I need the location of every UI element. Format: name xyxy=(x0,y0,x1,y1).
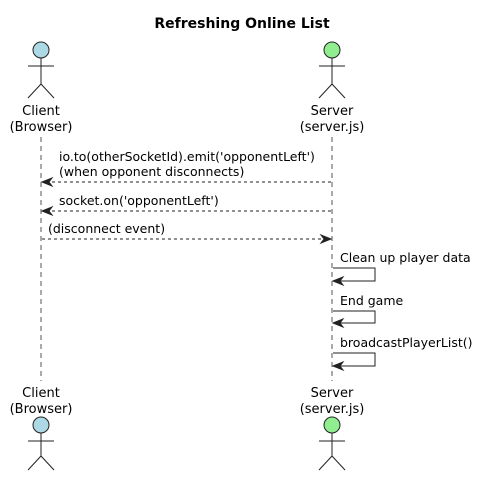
message-disconnect-event: (disconnect event) xyxy=(42,221,333,245)
client-head-icon xyxy=(32,41,50,59)
client-label-name: Client xyxy=(22,104,60,119)
message-label-line: (when opponent disconnects) xyxy=(59,164,244,179)
client-leg-left-icon xyxy=(27,83,42,99)
message-socket-on-opponent-left: socket.on('opponentLeft') xyxy=(40,193,331,217)
server-head-icon xyxy=(323,41,341,59)
message-label-line: Clean up player data xyxy=(340,250,471,265)
message-end-game: End game xyxy=(331,293,403,329)
self-message-arrow xyxy=(333,267,376,282)
arrowhead-icon xyxy=(40,205,54,217)
server-leg-left-icon xyxy=(318,83,333,99)
client-leg-left-icon xyxy=(27,455,42,471)
client-leg-right-icon xyxy=(40,83,55,99)
server-label-name: Server xyxy=(311,104,354,119)
message-label-line: socket.on('opponentLeft') xyxy=(59,193,219,208)
client-label-name: Client xyxy=(22,386,60,401)
diagram-title: Refreshing Online List xyxy=(154,16,330,32)
server-leg-right-icon xyxy=(331,83,346,99)
message-clean-up-player-data: Clean up player data xyxy=(331,250,471,287)
message-label-line: (disconnect event) xyxy=(48,221,165,236)
client-actor-bottom: Client (Browser) xyxy=(10,386,73,471)
server-head-icon xyxy=(323,416,341,434)
client-actor-top: Client (Browser) xyxy=(10,41,73,135)
server-leg-left-icon xyxy=(318,455,333,471)
arrowhead-icon xyxy=(331,360,345,372)
self-message-arrow xyxy=(333,310,376,324)
message-label-line: End game xyxy=(340,293,403,308)
message-broadcast-player-list: broadcastPlayerList() xyxy=(331,335,473,372)
message-label-line: broadcastPlayerList() xyxy=(340,335,473,350)
self-message-arrow xyxy=(333,352,376,367)
client-head-icon xyxy=(32,416,50,434)
client-label-sub: (Browser) xyxy=(10,402,73,417)
server-label-sub: (server.js) xyxy=(300,120,365,135)
server-actor-top: Server (server.js) xyxy=(300,41,365,135)
client-label-sub: (Browser) xyxy=(10,120,73,135)
arrowhead-icon xyxy=(319,233,333,245)
message-opponent-left-emit: io.to(otherSocketId).emit('opponentLeft'… xyxy=(40,149,331,188)
client-leg-right-icon xyxy=(40,455,55,471)
server-label-sub: (server.js) xyxy=(300,402,365,417)
server-actor-bottom: Server (server.js) xyxy=(300,386,365,471)
arrowhead-icon xyxy=(331,275,345,287)
server-leg-right-icon xyxy=(331,455,346,471)
arrowhead-icon xyxy=(331,317,345,329)
server-label-name: Server xyxy=(311,386,354,401)
message-label-line: io.to(otherSocketId).emit('opponentLeft'… xyxy=(59,149,315,164)
arrowhead-icon xyxy=(40,176,54,188)
